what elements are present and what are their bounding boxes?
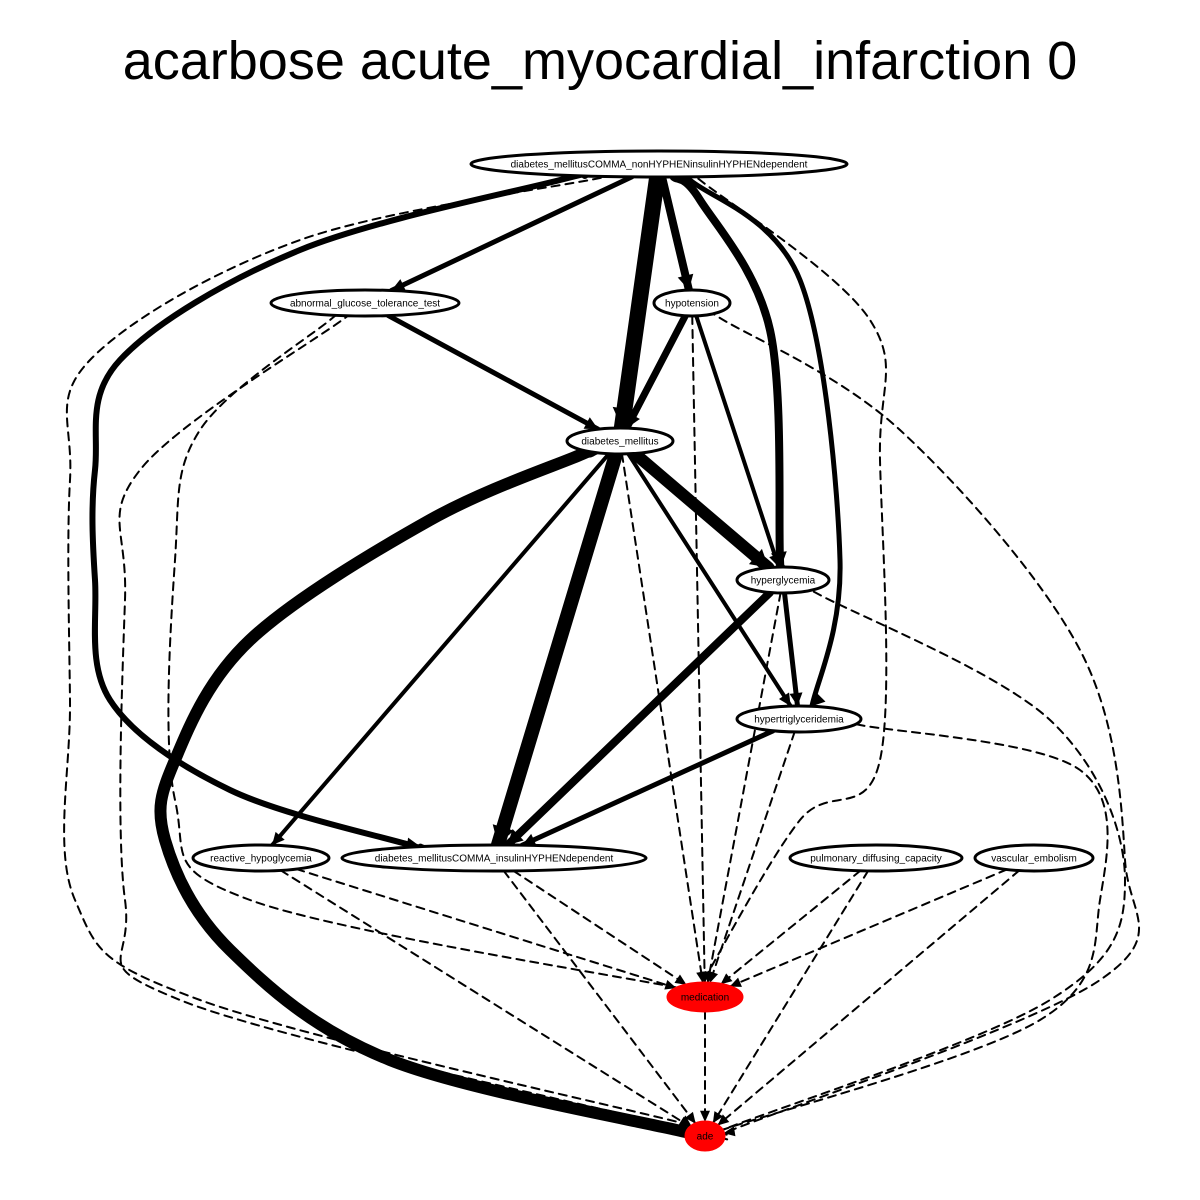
node-shape — [469, 149, 849, 179]
nodes-layer: diabetes_mellitusCOMMA_nonHYPHENinsulinH… — [191, 149, 1095, 1152]
edge-hypotension-to-hyperglycemia — [694, 313, 781, 570]
arrowhead-dm-to-hypertrig — [778, 692, 791, 707]
edge-dm_noninsulin-to-hypertrig — [677, 169, 843, 720]
edge-abnormal_gtt-to-medication — [167, 309, 722, 997]
node-dm-insulin: diabetes_mellitusCOMMA_insulinHYPHENdepe… — [340, 843, 648, 873]
edge-pulm_diff-to-ade — [711, 869, 870, 1125]
arrowhead-abnormal_gtt-to-dm — [583, 417, 599, 430]
node-label: abnormal_glucose_tolerance_test — [290, 299, 440, 310]
edge-dm-to-ade — [154, 443, 717, 1145]
node-hypotension: hypotension — [652, 288, 732, 318]
edge-dm-to-hypertrig — [626, 451, 793, 709]
edge-dm-to-reactive_hypo — [270, 451, 612, 848]
node-label: diabetes_mellitus — [581, 437, 658, 448]
edge-vasc_emb-to-ade — [716, 869, 1021, 1127]
arrowhead-dm-to-hyperglycemia — [748, 548, 769, 568]
edge-dm_noninsulin-to-ade — [63, 171, 728, 1136]
arrowhead-pulm_diff-to-ade — [712, 1111, 723, 1124]
node-vasc-emb: vascular_embolism — [973, 843, 1095, 873]
arrowhead-vasc_emb-to-ade — [717, 1114, 730, 1126]
node-shape — [973, 843, 1095, 873]
node-shape — [684, 1120, 726, 1152]
edge-hyperglycemia-to-hypertrig — [781, 590, 801, 709]
node-dm-noninsulin: diabetes_mellitusCOMMA_nonHYPHENinsulinH… — [469, 149, 849, 179]
arrowhead-dm_noninsulin-to-hypertrig — [811, 692, 826, 707]
node-hypertrig: hypertriglyceridemia — [735, 704, 863, 734]
edge-reactive_hypo-to-medication — [295, 868, 678, 990]
node-dm: diabetes_mellitus — [565, 426, 675, 456]
node-shape — [340, 843, 648, 873]
node-medication: medication — [666, 981, 744, 1013]
edge-hypertrig-to-dm_insulin — [519, 728, 776, 848]
arrowhead-hypotension-to-dm — [626, 412, 640, 429]
edge-dm_insulin-to-ade — [502, 869, 697, 1125]
arrowhead-hyperglycemia-to-dm_insulin — [507, 829, 524, 846]
arrowhead-vasc_emb-to-medication — [729, 977, 742, 987]
edge-dm_insulin-to-medication — [512, 869, 688, 986]
arrowhead-dm_noninsulin-to-hypotension — [677, 273, 694, 291]
edge-dm_noninsulin-to-medication — [683, 167, 888, 993]
node-label: vascular_embolism — [991, 854, 1077, 865]
arrowhead-hypotension-to-ade — [723, 1126, 736, 1137]
node-shape — [735, 704, 863, 734]
node-label: medication — [681, 993, 729, 1004]
node-shape — [735, 565, 831, 595]
edge-dm-to-dm_insulin — [490, 446, 624, 853]
edge-dm_noninsulin-to-dm — [613, 168, 666, 437]
node-shape — [666, 981, 744, 1013]
edge-hypotension-to-medication — [691, 315, 706, 984]
edge-pulm_diff-to-medication — [719, 869, 862, 986]
node-pulm-diff: pulmonary_diffusing_capacity — [788, 843, 964, 873]
edge-hyperglycemia-to-medication — [706, 591, 782, 985]
node-label: hypertriglyceridemia — [754, 715, 844, 726]
edge-dm_noninsulin-to-abnormal_gtt — [388, 174, 635, 294]
edge-reactive_hypo-to-ade — [279, 869, 692, 1128]
arrowhead-dm-to-reactive_hypo — [272, 831, 285, 846]
node-shape — [269, 288, 461, 318]
node-label: ade — [697, 1132, 714, 1143]
edge-hyperglycemia-to-ade — [696, 583, 1127, 1141]
edge-dm-to-medication — [620, 452, 704, 985]
arrowhead-reactive_hypo-to-ade — [678, 1116, 691, 1127]
edge-hypotension-to-ade — [695, 307, 1140, 1146]
node-label: diabetes_mellitusCOMMA_nonHYPHENinsulinH… — [511, 160, 808, 171]
edge-vasc_emb-to-medication — [728, 868, 1008, 988]
node-ade: ade — [684, 1120, 726, 1152]
node-label: diabetes_mellitusCOMMA_insulinHYPHENdepe… — [375, 854, 614, 865]
node-hyperglycemia: hyperglycemia — [735, 565, 831, 595]
arrowhead-dm_noninsulin-to-dm — [612, 406, 637, 429]
node-shape — [652, 288, 732, 318]
arrowhead-dm_insulin-to-ade — [684, 1111, 696, 1124]
node-label: hyperglycemia — [751, 576, 816, 587]
node-label: pulmonary_diffusing_capacity — [810, 854, 942, 865]
node-shape — [191, 843, 331, 873]
arrowhead-dm-to-medication — [696, 971, 707, 984]
node-abnormal-gtt: abnormal_glucose_tolerance_test — [269, 288, 461, 318]
arrowhead-hypotension-to-hyperglycemia — [769, 553, 781, 568]
arrowhead-pulm_diff-to-medication — [720, 973, 733, 985]
node-label: hypotension — [665, 299, 719, 310]
arrowhead-reactive_hypo-to-medication — [664, 979, 677, 990]
arrowhead-hypertrig-to-medication — [708, 970, 719, 984]
arrowhead-medication-to-ade — [700, 1110, 710, 1122]
node-shape — [565, 426, 675, 456]
edge-hypertrig-to-medication — [708, 730, 796, 985]
edge-hyperglycemia-to-dm_insulin — [503, 588, 775, 850]
edges-layer — [63, 167, 1140, 1146]
arrowhead-hypertrig-to-dm_insulin — [522, 833, 537, 846]
arrowhead-hyperglycemia-to-hypertrig — [789, 692, 803, 707]
graph-title: acarbose acute_myocardial_infarction 0 — [122, 31, 1078, 91]
node-reactive-hypo: reactive_hypoglycemia — [191, 843, 331, 873]
node-shape — [788, 843, 964, 873]
edge-hypertrig-to-ade — [697, 720, 1109, 1140]
edge-abnormal_gtt-to-dm — [385, 313, 601, 432]
node-label: reactive_hypoglycemia — [210, 854, 312, 865]
arrowhead-dm_insulin-to-medication — [674, 974, 687, 985]
edge-dm_noninsulin-to-hypotension — [658, 172, 693, 295]
edge-dm_noninsulin-to-dm_insulin — [89, 170, 592, 853]
edge-dm_noninsulin-to-hyperglycemia — [669, 172, 786, 584]
arrowhead-dm_noninsulin-to-abnormal_gtt — [391, 279, 406, 291]
arrowhead-dm-to-dm_insulin — [492, 824, 514, 846]
